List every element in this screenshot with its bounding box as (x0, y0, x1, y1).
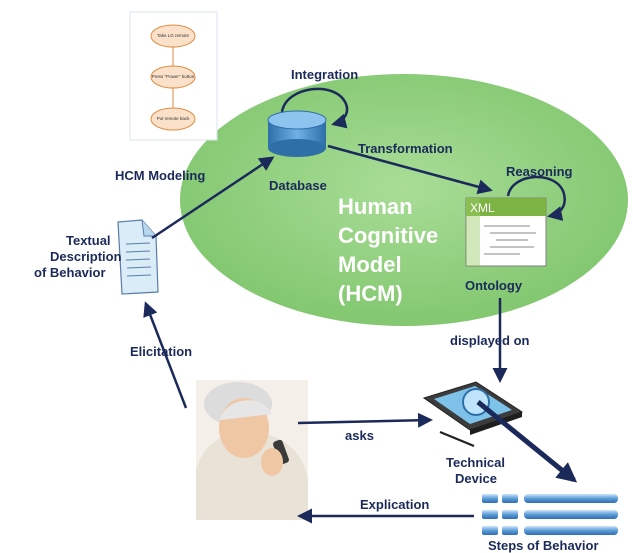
text-document-icon (117, 219, 159, 295)
flow-step-1: Take LG remote (157, 33, 190, 38)
database-icon (267, 110, 327, 157)
hcm-title-line-1: Human (338, 194, 413, 219)
tablet-device-icon (422, 381, 524, 448)
explication-label: Explication (360, 497, 429, 512)
elicitation-arrow (143, 301, 188, 409)
steps-list-icon (482, 494, 618, 535)
flow-step-2-shape (150, 65, 196, 89)
reasoning-loop-arrow (506, 175, 566, 221)
database-label: Database (269, 178, 327, 193)
device-to-steps-arrow (476, 400, 578, 483)
flow-step-3-shape (150, 107, 196, 131)
flowchart-thumbnail: Take LG remote Press "Power" button Put … (129, 11, 218, 141)
asks-arrow (297, 412, 433, 428)
transformation-label: Transformation (358, 141, 453, 156)
flow-step-2: Press "Power" button (152, 74, 195, 79)
reasoning-label: Reasoning (506, 164, 573, 179)
elderly-woman-photo (196, 380, 308, 520)
transformation-arrow (327, 144, 493, 195)
hcm-title-line-2: Cognitive (338, 223, 438, 248)
hcm-modeling-arrow (151, 156, 275, 240)
flow-step-1-shape (150, 24, 196, 48)
steps-of-behavior-label: Steps of Behavior (488, 538, 599, 553)
xml-document-icon (465, 197, 547, 267)
elicitation-label: Elicitation (130, 344, 192, 359)
integration-loop-arrow (280, 87, 349, 129)
ontology-label: Ontology (465, 278, 523, 293)
integration-label: Integration (291, 67, 358, 82)
displayed-on-label: displayed on (450, 333, 530, 348)
flow-step-3: Put remote back (157, 116, 191, 121)
textual-description-label: Textual Description of Behavior (34, 233, 125, 280)
xml-header-label: XML (470, 201, 495, 215)
hcm-title-line-3: Model (338, 252, 402, 277)
hcm-title-line-4: (HCM) (338, 281, 403, 306)
asks-label: asks (345, 428, 374, 443)
hcm-modeling-label: HCM Modeling (115, 168, 205, 183)
technical-device-label: Technical Device (446, 455, 509, 486)
